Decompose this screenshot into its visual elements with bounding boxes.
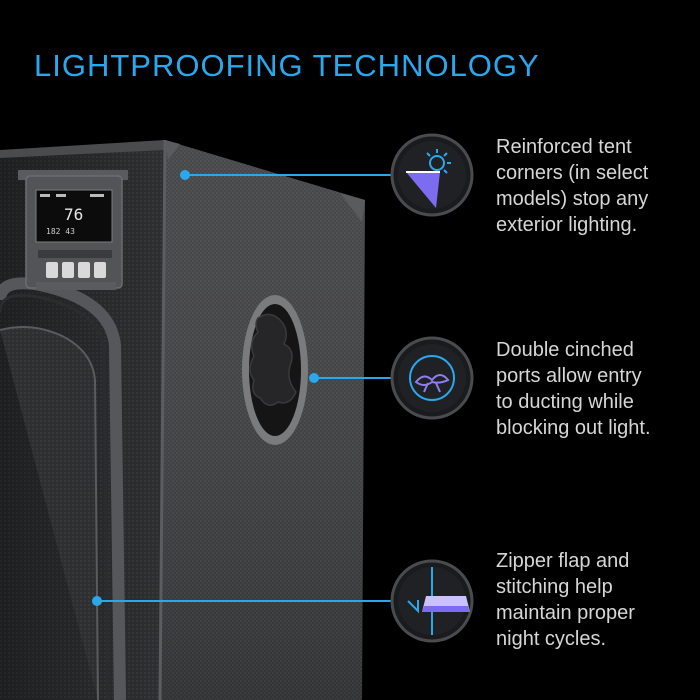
callout-dot-2	[309, 373, 319, 383]
zipper-flap-icon	[390, 559, 474, 643]
feature-description-corners: Reinforced tent corners (in select model…	[496, 136, 649, 236]
controller-button	[46, 262, 58, 278]
light-blocked-corner-icon	[390, 133, 474, 217]
callout-dot-3	[92, 596, 102, 606]
reinforced-corner-right	[340, 193, 365, 222]
door-flap	[0, 325, 99, 700]
controller-display	[35, 189, 113, 243]
svg-text:76: 76	[64, 205, 83, 224]
controller-button	[94, 262, 106, 278]
reinforced-corner-top	[165, 140, 180, 160]
controller-device: 76 182 43	[18, 170, 128, 290]
controller-button	[78, 262, 90, 278]
cinched-port-fabric	[249, 313, 297, 406]
svg-text:182 43: 182 43	[46, 227, 75, 236]
controller-button	[62, 262, 74, 278]
callout-dot-1	[180, 170, 190, 180]
feature-description-zipper: Zipper flap and stitching help maintain …	[496, 550, 635, 650]
cinched-port-icon	[390, 336, 474, 420]
feature-description-ports: Double cinched ports allow entry to duct…	[496, 339, 651, 439]
page-title: LIGHTPROOFING TECHNOLOGY	[34, 48, 540, 83]
